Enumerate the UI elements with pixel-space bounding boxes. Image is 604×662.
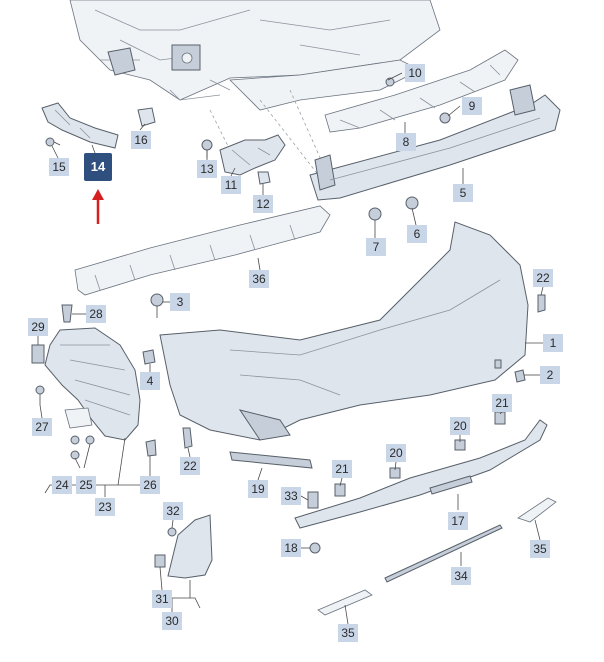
clip-4 — [142, 349, 156, 365]
callout-12[interactable]: 12 — [253, 195, 273, 213]
callout-4[interactable]: 4 — [140, 372, 160, 390]
beam-5 — [309, 84, 561, 201]
strip-19 — [229, 451, 313, 469]
clip-28 — [61, 304, 73, 323]
callout-24[interactable]: 24 — [52, 476, 72, 494]
callout-19[interactable]: 19 — [248, 480, 268, 498]
callout-35-left[interactable]: 35 — [338, 624, 358, 642]
highlight-arrow — [92, 189, 104, 224]
screw-18 — [309, 542, 321, 554]
callout-10[interactable]: 10 — [405, 64, 425, 82]
callout-22-right[interactable]: 22 — [533, 269, 553, 287]
callout-11[interactable]: 11 — [221, 176, 241, 194]
callout-28[interactable]: 28 — [86, 305, 106, 323]
callout-18[interactable]: 18 — [281, 539, 301, 557]
screw-15 — [45, 137, 61, 147]
trim-35-right — [517, 497, 557, 523]
callout-1[interactable]: 1 — [543, 334, 563, 352]
callout-34[interactable]: 34 — [451, 567, 471, 585]
mud-flap-30 — [167, 514, 213, 579]
diffuser-17 — [294, 419, 548, 529]
clip-21-a — [494, 411, 506, 425]
callout-27[interactable]: 27 — [32, 418, 52, 436]
callout-29[interactable]: 29 — [28, 318, 48, 336]
callout-20-b[interactable]: 20 — [386, 444, 406, 462]
clip-2 — [514, 369, 526, 383]
bracket-11 — [219, 134, 286, 176]
callout-22-center[interactable]: 22 — [180, 457, 200, 475]
callout-2[interactable]: 2 — [540, 366, 560, 384]
absorber-36 — [74, 205, 331, 296]
callout-16[interactable]: 16 — [131, 131, 151, 149]
callout-7[interactable]: 7 — [366, 238, 386, 256]
wheel-arch-liner-23 — [44, 327, 141, 441]
clip-16 — [137, 107, 156, 127]
clip-21-b — [334, 483, 346, 497]
callout-26[interactable]: 26 — [140, 476, 160, 494]
callout-25[interactable]: 25 — [76, 476, 96, 494]
callout-21-a[interactable]: 21 — [492, 394, 512, 412]
bracket-22-center — [182, 427, 193, 449]
callout-31[interactable]: 31 — [152, 590, 172, 608]
bracket-22-right — [537, 294, 546, 313]
absorber-8 — [324, 49, 519, 133]
clip-29 — [31, 344, 45, 364]
callout-17[interactable]: 17 — [448, 512, 468, 530]
screw-32 — [167, 527, 177, 537]
callout-36[interactable]: 36 — [249, 270, 269, 288]
callout-3[interactable]: 3 — [170, 293, 190, 311]
callout-33[interactable]: 33 — [281, 487, 301, 505]
bracket-14 — [41, 102, 119, 149]
callout-13[interactable]: 13 — [197, 160, 217, 178]
nut-9 — [439, 112, 451, 124]
callout-30[interactable]: 30 — [162, 612, 182, 630]
callout-23[interactable]: 23 — [95, 498, 115, 516]
bolts-25 — [70, 435, 95, 460]
part-24 — [64, 407, 93, 429]
callout-21-b[interactable]: 21 — [332, 460, 352, 478]
clip-3 — [150, 293, 164, 318]
callout-8[interactable]: 8 — [396, 133, 416, 151]
nut-12 — [257, 171, 271, 185]
clip-31 — [154, 554, 166, 568]
callout-5[interactable]: 5 — [453, 184, 473, 202]
bumper-cover-1 — [159, 221, 529, 441]
bolt-6 — [405, 196, 419, 210]
car-body-rear — [69, 0, 441, 191]
bolt-7 — [368, 207, 382, 221]
trim-35-left — [317, 589, 373, 616]
callout-20-a[interactable]: 20 — [450, 417, 470, 435]
trim-34 — [384, 524, 503, 583]
callout-15[interactable]: 15 — [49, 158, 69, 176]
callout-35-right[interactable]: 35 — [530, 540, 550, 558]
screw-27 — [35, 385, 45, 405]
callout-6[interactable]: 6 — [407, 225, 427, 243]
clip-33 — [307, 491, 319, 509]
callout-9[interactable]: 9 — [462, 97, 482, 115]
callout-32[interactable]: 32 — [163, 502, 183, 520]
clip-26 — [145, 439, 157, 457]
callout-14-highlighted[interactable]: 14 — [84, 153, 112, 181]
